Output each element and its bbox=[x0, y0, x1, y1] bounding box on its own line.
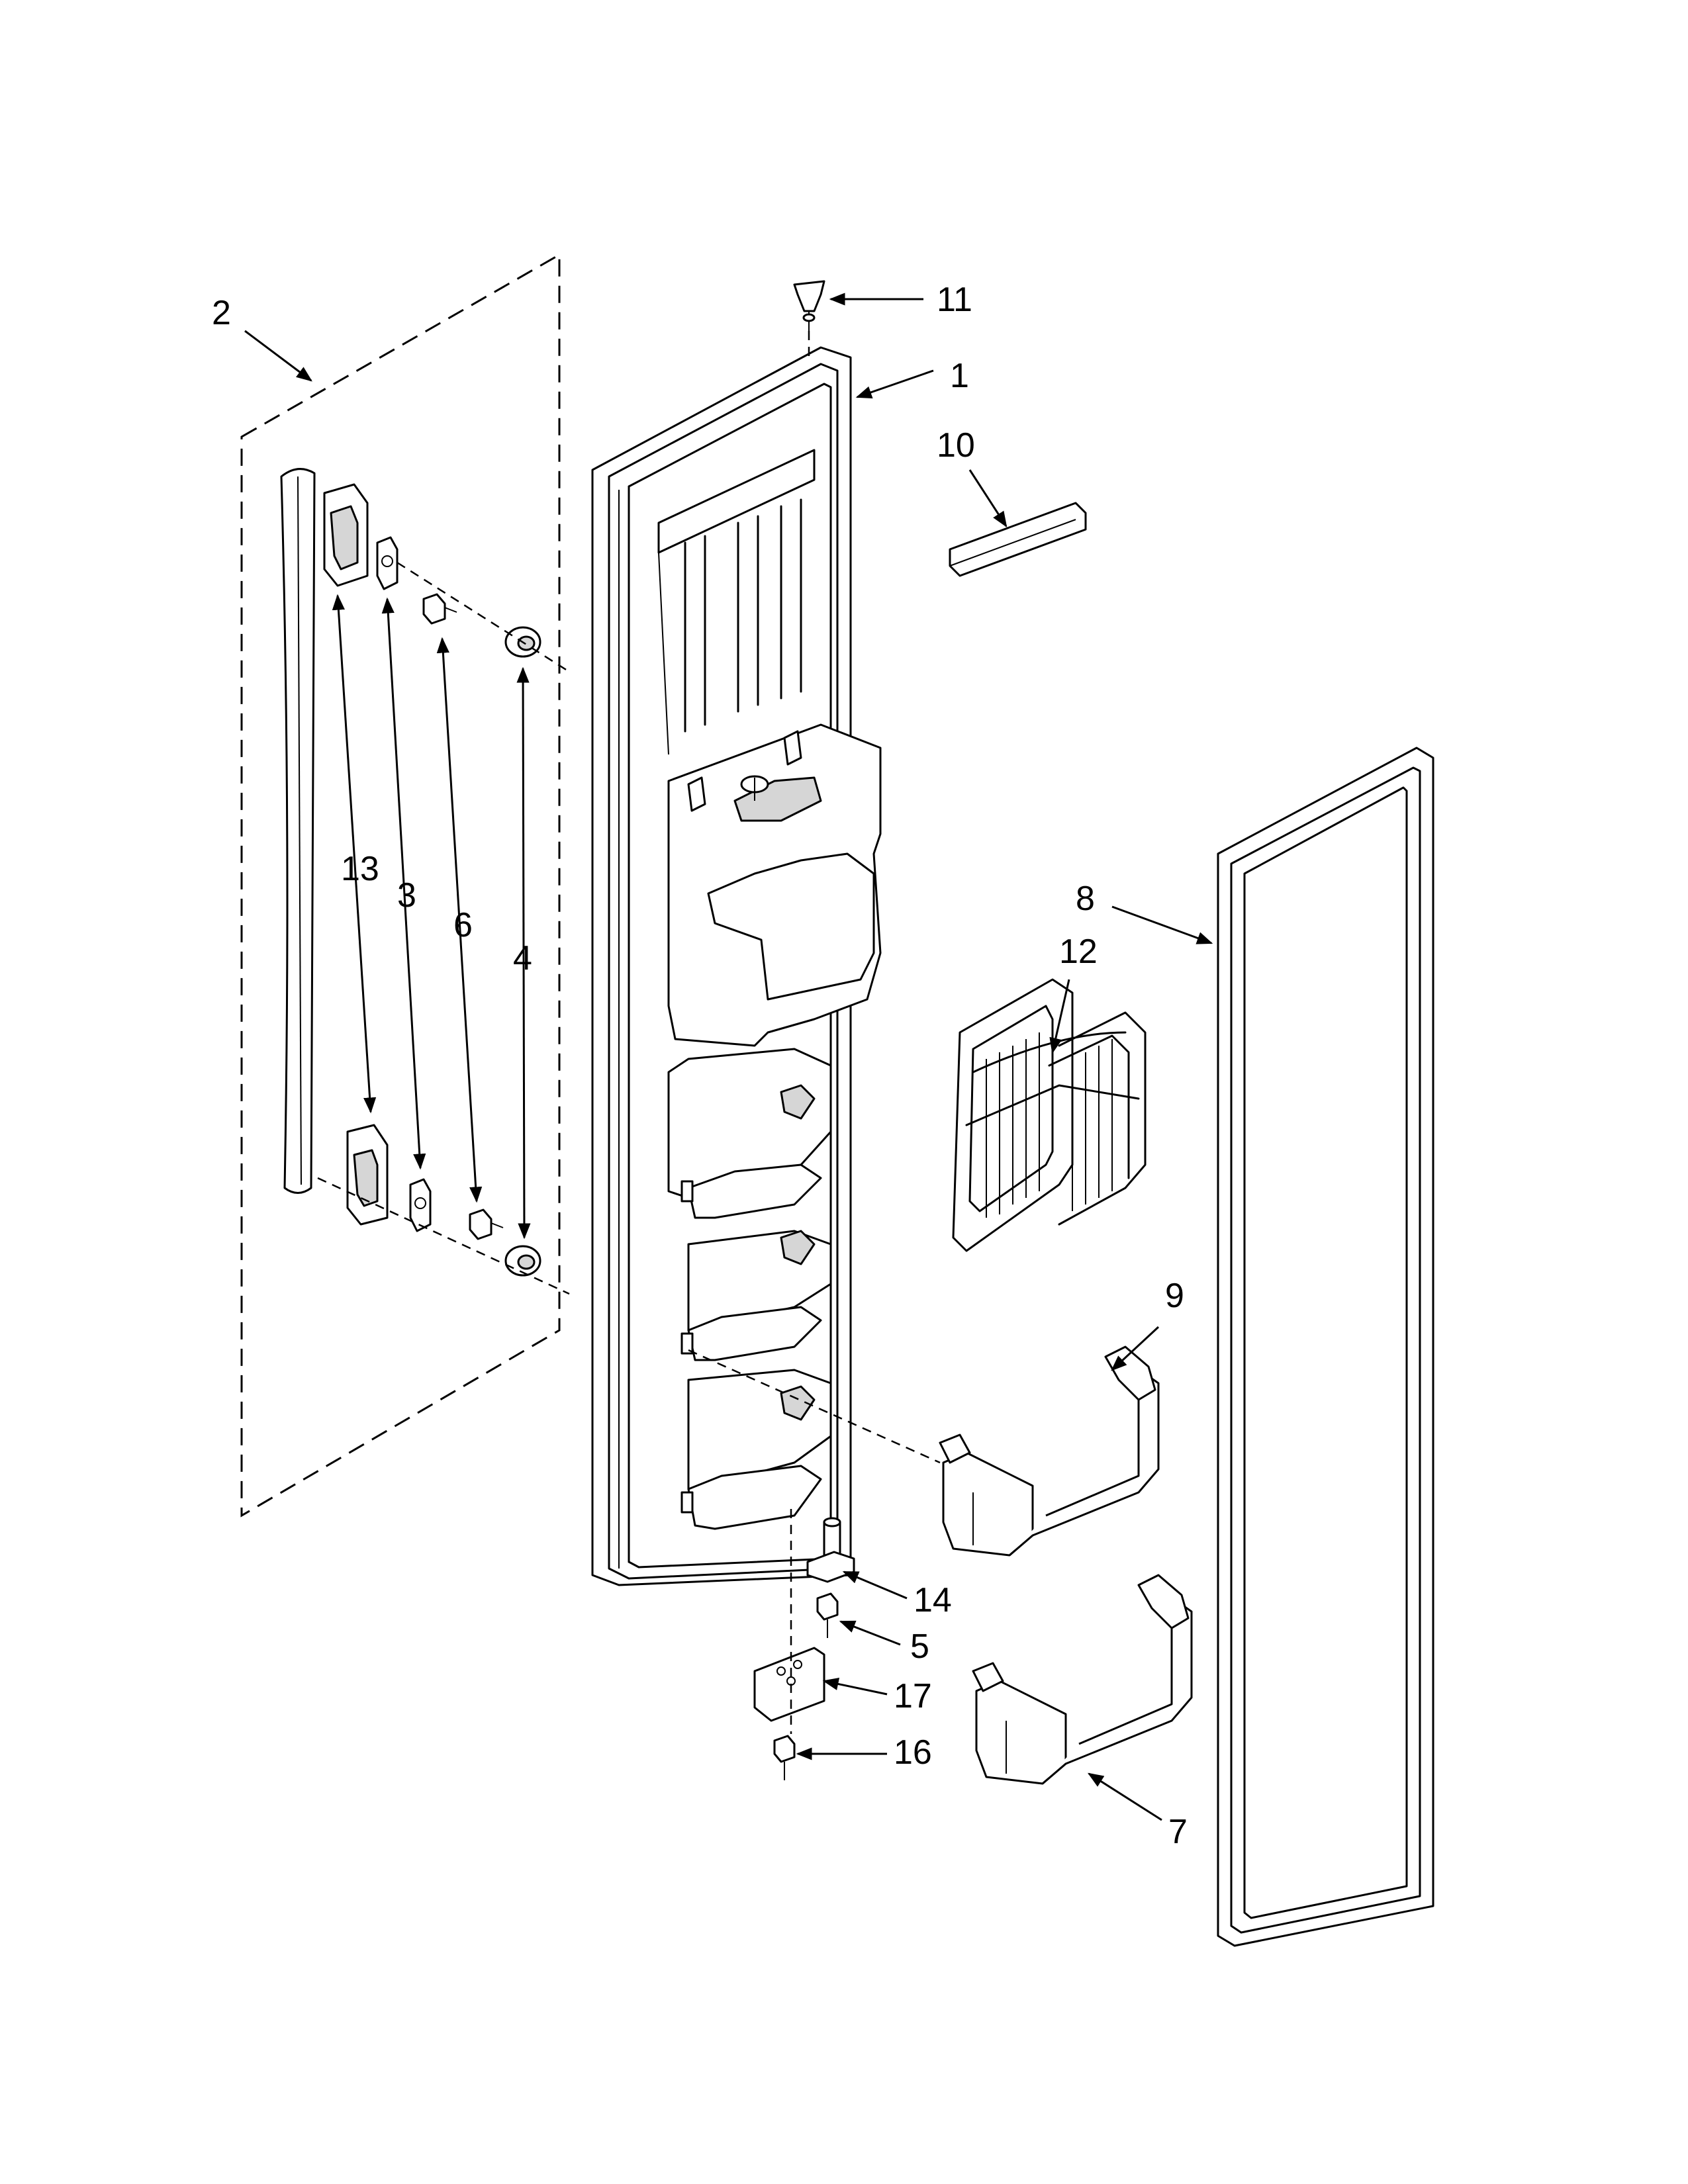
callout-16: 16 bbox=[894, 1733, 932, 1772]
callout-17: 17 bbox=[894, 1677, 932, 1715]
callout-5: 5 bbox=[910, 1627, 929, 1666]
callout-6: 6 bbox=[453, 906, 473, 944]
top-cap bbox=[793, 280, 825, 331]
door-bin-upper bbox=[939, 1345, 1160, 1557]
hinge-bracket bbox=[753, 1647, 825, 1722]
callout-13: 13 bbox=[341, 850, 379, 888]
door-gasket bbox=[1217, 747, 1434, 1947]
callout-12: 12 bbox=[1059, 933, 1098, 971]
handle-end-cap-bottom bbox=[346, 1124, 389, 1226]
trim-strip bbox=[949, 502, 1087, 577]
handle-end-cap-top bbox=[323, 483, 369, 587]
callout-3: 3 bbox=[397, 876, 416, 915]
mounting-stud-bottom bbox=[504, 1245, 541, 1277]
wire-basket bbox=[952, 978, 1147, 1252]
handle-clip-bottom bbox=[409, 1178, 432, 1232]
callout-1: 1 bbox=[950, 357, 969, 395]
callout-9: 9 bbox=[1165, 1277, 1184, 1315]
callout-4: 4 bbox=[513, 939, 532, 978]
callout-11: 11 bbox=[937, 281, 972, 319]
callout-14: 14 bbox=[914, 1581, 952, 1619]
handle-part bbox=[280, 468, 316, 1194]
hinge-screw-upper bbox=[816, 1592, 839, 1638]
hinge-screw-lower bbox=[773, 1735, 796, 1780]
callout-8: 8 bbox=[1076, 880, 1095, 918]
screw-top bbox=[422, 593, 457, 625]
callout-10: 10 bbox=[937, 426, 975, 465]
door-assembly bbox=[591, 346, 882, 1586]
screw-bottom bbox=[469, 1208, 504, 1240]
handle-clip-top bbox=[376, 536, 399, 590]
door-bin-lower bbox=[972, 1574, 1193, 1785]
handle-assembly-dashed-box bbox=[240, 253, 561, 1518]
callout-7: 7 bbox=[1168, 1813, 1188, 1851]
callout-2: 2 bbox=[212, 294, 231, 332]
